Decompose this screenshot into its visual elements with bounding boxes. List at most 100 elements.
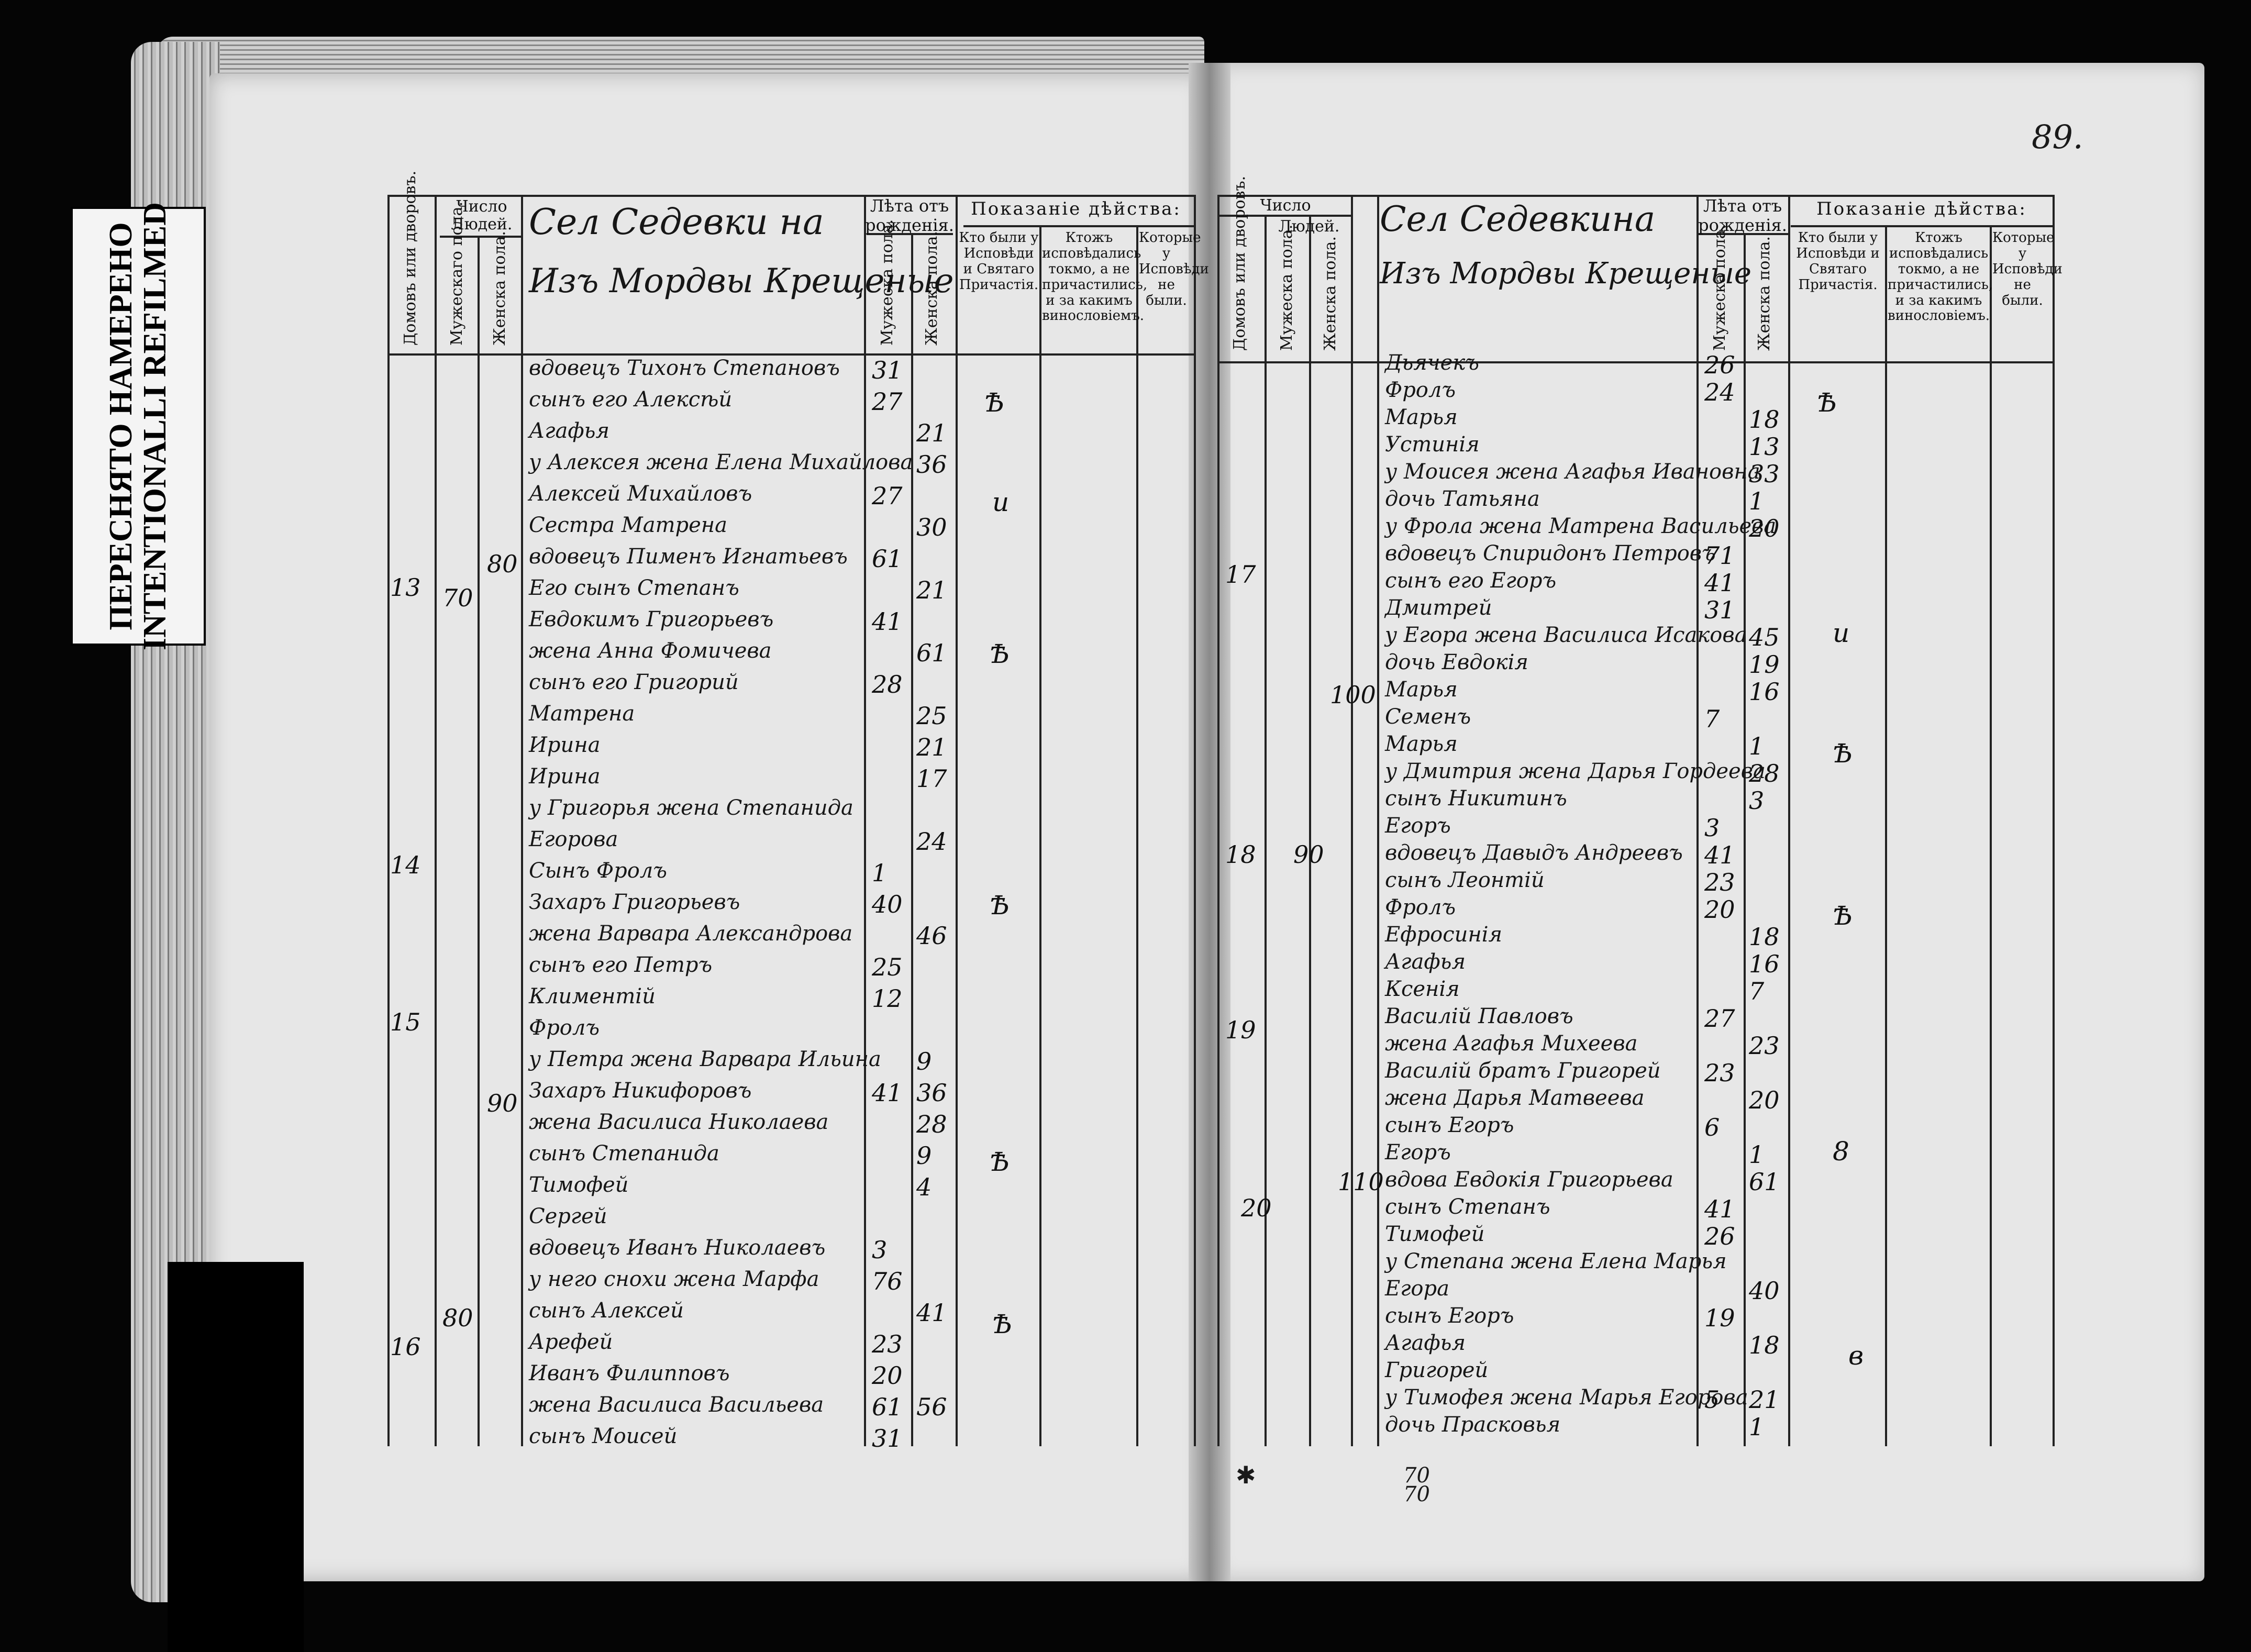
left-entry-age-male: 31 — [872, 1424, 903, 1453]
right-entry-age-male: 71 — [1704, 541, 1735, 570]
left-entry-name: Фролъ — [529, 1016, 600, 1040]
left-entry-age-male: 61 — [872, 545, 903, 573]
right-entry-age-female: 16 — [1749, 950, 1780, 978]
right-dvor-17: 17 — [1225, 560, 1256, 589]
left-entry-age-female: 36 — [916, 1079, 947, 1107]
right-entry-age-female: 18 — [1749, 923, 1780, 951]
left-entry-name: Алексей Михайловъ — [529, 482, 752, 506]
right-entry-age-female: 16 — [1749, 678, 1780, 706]
left-entry-name: у него снохи жена Марфа — [529, 1267, 819, 1291]
right-entry-name: дочь Татьяна — [1385, 487, 1540, 511]
right-muzh-count-1: 90 — [1293, 840, 1324, 869]
right-entry-name: жена Агафья Михеева — [1385, 1032, 1638, 1056]
right-entry-name: Ксенія — [1385, 977, 1460, 1001]
left-header-leta: Лѣта отъ рожденія. — [865, 196, 954, 235]
left-entry-name: Сынъ Фролъ — [529, 859, 667, 883]
right-entry-age-female: 19 — [1749, 650, 1780, 679]
right-entry-age-male: 27 — [1704, 1004, 1735, 1033]
left-entry-name: Агафья — [529, 419, 609, 443]
left-header-c3: Которые у Исповѣди не были. — [1139, 230, 1209, 308]
right-entry-age-female: 40 — [1749, 1277, 1780, 1305]
right-entry-name: Тимофей — [1385, 1222, 1485, 1246]
left-entry-name: Тимофей — [529, 1173, 629, 1197]
left-entry-age-male: 3 — [872, 1236, 888, 1264]
right-header-chislo: Число — [1260, 196, 1311, 215]
left-dvor-15: 15 — [390, 1008, 421, 1036]
right-page — [1215, 63, 2204, 1581]
right-dvor-19: 19 — [1225, 1016, 1256, 1044]
right-entry-name: жена Дарья Матвеева — [1385, 1086, 1645, 1110]
left-mark: Ѣ — [984, 387, 1005, 418]
right-entry-age-male: 41 — [1704, 569, 1735, 597]
right-entry-name: Марья — [1385, 678, 1458, 702]
right-entry-name: Дмитрей — [1385, 596, 1492, 620]
right-entry-name: Ефросинія — [1385, 923, 1502, 947]
right-entry-age-male: 5 — [1704, 1385, 1720, 1414]
left-entry-name: сынъ Моисей — [529, 1424, 678, 1448]
left-mark: Ѣ — [992, 1309, 1013, 1339]
left-entry-age-male: 76 — [872, 1267, 903, 1295]
right-entry-name: Василій братъ Григорей — [1385, 1059, 1661, 1083]
left-entry-age-male: 41 — [872, 607, 903, 636]
right-entry-age-female: 28 — [1749, 759, 1780, 788]
right-entry-name: сынъ Егоръ — [1385, 1113, 1514, 1137]
folio-number: 89. — [2032, 118, 2083, 156]
right-entry-age-male: 3 — [1704, 814, 1720, 842]
right-entry-name: сынъ Леонтій — [1385, 868, 1545, 892]
left-entry-name: Егорова — [529, 827, 618, 851]
right-entry-age-female: 21 — [1749, 1385, 1780, 1414]
right-entry-name: сынъ Никитинъ — [1385, 786, 1567, 811]
right-header-village-2: Изъ Мордвы Крещеные — [1380, 257, 1752, 291]
left-entry-age-female: 4 — [916, 1173, 932, 1201]
right-entry-name: Устинія — [1385, 433, 1480, 457]
right-entry-age-male: 26 — [1704, 1222, 1735, 1250]
left-entry-age-female: 36 — [916, 450, 947, 479]
right-entry-age-female: 18 — [1749, 405, 1780, 434]
right-header-muzh: Мужеска пола. — [1278, 224, 1296, 351]
left-entry-name: Его сынъ Степанъ — [529, 576, 739, 600]
right-entry-age-female: 13 — [1749, 433, 1780, 461]
right-entry-age-male: 26 — [1704, 351, 1735, 379]
left-entry-name: у Алексея жена Елена Михайлова — [529, 450, 913, 474]
right-entry-name: у Фрола жена Матрена Васильева — [1385, 514, 1777, 538]
right-header-c1: Кто были у Исповѣди и Святаго Причастія. — [1796, 230, 1880, 293]
left-entry-name: Захаръ Никифоровъ — [529, 1079, 752, 1103]
left-entry-age-male: 31 — [872, 356, 903, 384]
left-header-c2: Ктожъ исповѣдались токмо, а не причастил… — [1042, 230, 1148, 324]
right-header-leta-z: Женска пола. — [1755, 236, 1773, 351]
right-zhen-count-2: 110 — [1338, 1168, 1384, 1196]
right-entry-name: Марья — [1385, 405, 1458, 429]
left-page — [209, 73, 1204, 1581]
left-entry-age-male: 25 — [872, 953, 903, 981]
left-entry-age-female: 41 — [916, 1299, 947, 1327]
left-muzh-count-2: 80 — [487, 550, 518, 578]
right-entry-age-male: 7 — [1704, 705, 1720, 733]
left-entry-age-female: 24 — [916, 827, 947, 856]
left-entry-name: Климентій — [529, 984, 656, 1008]
right-entry-age-female: 33 — [1749, 460, 1780, 488]
right-mark: в — [1848, 1340, 1864, 1371]
left-entry-name: Арефей — [529, 1330, 613, 1354]
left-entry-name: вдовецъ Тихонъ Степановъ — [529, 356, 840, 380]
left-dvor-13: 13 — [390, 573, 421, 602]
right-entry-name: вдова Евдокія Григорьева — [1385, 1168, 1673, 1192]
right-entry-name: Григорей — [1385, 1358, 1489, 1382]
left-entry-age-male: 20 — [872, 1361, 903, 1390]
left-entry-name: сынъ его Петръ — [529, 953, 713, 977]
right-entry-age-female: 20 — [1749, 1086, 1780, 1114]
left-entry-name: Сергей — [529, 1204, 607, 1228]
left-entry-age-male: 28 — [872, 670, 903, 699]
left-entry-name: Сестра Матрена — [529, 513, 727, 537]
left-entry-name: жена Варвара Александрова — [529, 922, 853, 946]
left-entry-name: сынъ его Григорий — [529, 670, 739, 694]
right-entry-age-female: 1 — [1749, 1413, 1765, 1441]
left-entry-name: Захаръ Григорьевъ — [529, 890, 740, 914]
left-mark: Ѣ — [990, 890, 1010, 921]
left-entry-age-female: 21 — [916, 576, 947, 604]
left-mark: Ѣ — [990, 1147, 1010, 1177]
left-entry-age-female: 9 — [916, 1141, 932, 1170]
left-header-leta-z: Женска пола. — [923, 231, 941, 346]
right-entry-name: Семенъ — [1385, 705, 1471, 729]
right-entry-age-female: 23 — [1749, 1032, 1780, 1060]
